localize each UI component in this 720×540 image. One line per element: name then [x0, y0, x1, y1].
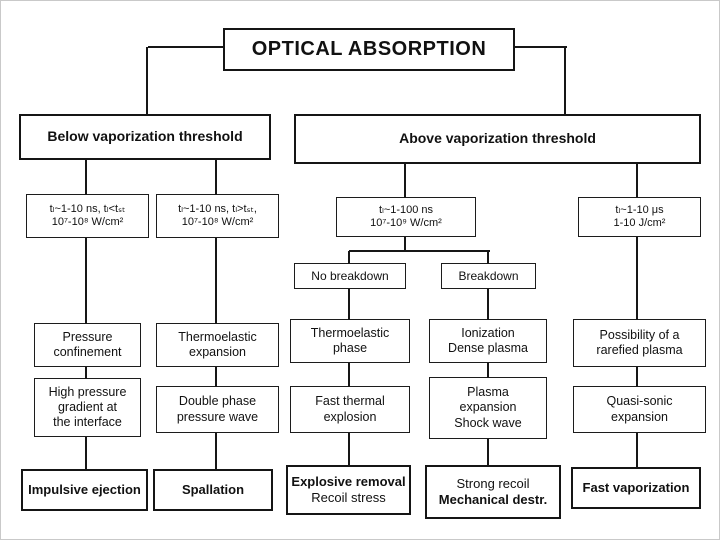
- node-pressure-confinement: Pressure confinement: [34, 323, 141, 367]
- connector-line: [636, 164, 638, 198]
- node-line: tₗ~1-10 ns, tₗ<tₛₜ: [49, 202, 126, 215]
- node-below-vaporization-threshold: Below vaporization threshold: [19, 114, 271, 160]
- node-label: Above vaporization threshold: [399, 130, 596, 147]
- node-label: Impulsive ejection: [28, 482, 141, 498]
- node-line: pressure wave: [176, 409, 259, 424]
- node-optical-absorption: OPTICAL ABSORPTION: [223, 28, 515, 71]
- connector-line: [515, 46, 567, 48]
- node-line: Mechanical destr.: [438, 492, 548, 507]
- connector-line: [636, 367, 638, 387]
- node-line: explosion: [323, 409, 377, 424]
- node-line: Possibility of a: [599, 327, 680, 342]
- node-condition-nanosecond: tₗ~1-100 ns 10⁷-10⁹ W/cm²: [336, 197, 476, 237]
- node-line: gradient at: [57, 399, 118, 414]
- node-plasma-expansion-shock-wave: Plasma expansion Shock wave: [429, 377, 547, 439]
- node-line: expansion: [611, 409, 668, 424]
- connector-line: [215, 367, 217, 387]
- connector-line: [348, 433, 350, 466]
- connector-line: [564, 47, 566, 115]
- connector-line: [636, 433, 638, 468]
- node-condition-stress-confined: tₗ~1-10 ns, tₗ<tₛₜ 10⁷-10⁸ W/cm²: [26, 194, 149, 238]
- connector-line: [487, 289, 489, 320]
- node-line: Thermoelastic: [178, 329, 257, 344]
- node-double-phase-pressure-wave: Double phase pressure wave: [156, 386, 279, 433]
- node-line: Recoil stress: [311, 490, 386, 505]
- node-line: rarefied plasma: [596, 343, 683, 357]
- node-line: Strong recoil: [456, 476, 530, 492]
- node-line: Quasi-sonic: [606, 394, 673, 409]
- connector-line: [348, 251, 350, 264]
- node-line: expansion: [459, 400, 517, 415]
- node-thermoelastic-expansion: Thermoelastic expansion: [156, 323, 279, 367]
- connector-line: [349, 250, 490, 252]
- node-strong-recoil-mechanical-destruction: Strong recoil Mechanical destr.: [425, 465, 561, 519]
- node-no-breakdown: No breakdown: [294, 263, 406, 289]
- node-high-pressure-gradient: High pressure gradient at the interface: [34, 378, 141, 437]
- node-condition-microsecond: tₗ~1-10 μs 1-10 J/cm²: [578, 197, 701, 237]
- node-label: Below vaporization threshold: [47, 128, 243, 145]
- node-label: Breakdown: [458, 268, 519, 283]
- node-line: Fast thermal: [315, 394, 385, 409]
- node-line: 10⁷-10⁹ W/cm²: [370, 217, 442, 229]
- connector-line: [215, 238, 217, 324]
- connector-line: [404, 237, 406, 252]
- node-fast-thermal-explosion: Fast thermal explosion: [290, 386, 410, 433]
- node-line: tₗ~1-100 ns: [378, 203, 434, 216]
- connector-line: [215, 160, 217, 195]
- connector-line: [85, 367, 87, 379]
- node-line: Thermoelastic: [310, 325, 390, 340]
- node-impulsive-ejection: Impulsive ejection: [21, 469, 148, 511]
- node-line: expansion: [189, 345, 246, 359]
- node-line: phase: [332, 341, 368, 355]
- node-condition-stress-unconfined: tₗ~1-10 ns, tₗ>tₛₜ, 10⁷-10⁸ W/cm²: [156, 194, 279, 238]
- node-line: Ionization: [461, 325, 515, 340]
- node-label: Spallation: [181, 482, 245, 498]
- node-line: Shock wave: [454, 415, 522, 430]
- node-line: Explosive removal: [291, 474, 406, 490]
- connector-line: [348, 363, 350, 387]
- connector-line: [85, 238, 87, 324]
- connector-line: [215, 433, 217, 470]
- node-line: tₗ~1-10 ns, tₗ>tₛₜ,: [178, 202, 257, 215]
- node-line: High pressure: [48, 384, 127, 399]
- connector-line: [85, 437, 87, 470]
- connector-line: [487, 439, 489, 466]
- node-label: OPTICAL ABSORPTION: [251, 38, 487, 61]
- connector-line: [146, 47, 148, 115]
- connector-line: [348, 289, 350, 320]
- connector-line: [404, 164, 406, 198]
- node-line: 10⁷-10⁸ W/cm²: [181, 216, 254, 228]
- connector-line: [85, 160, 87, 195]
- node-line: Plasma: [467, 385, 509, 400]
- node-rarefied-plasma: Possibility of a rarefied plasma: [573, 319, 706, 367]
- node-spallation: Spallation: [153, 469, 273, 511]
- node-line: Pressure: [62, 329, 113, 344]
- node-above-vaporization-threshold: Above vaporization threshold: [294, 114, 701, 164]
- node-line: 10⁷-10⁸ W/cm²: [51, 216, 124, 228]
- connector-line: [487, 363, 489, 378]
- node-quasi-sonic-expansion: Quasi-sonic expansion: [573, 386, 706, 433]
- node-thermoelastic-phase: Thermoelastic phase: [290, 319, 410, 363]
- node-line: the interface: [53, 415, 122, 430]
- connector-line: [636, 237, 638, 320]
- node-label: No breakdown: [311, 268, 389, 283]
- node-fast-vaporization: Fast vaporization: [571, 467, 701, 509]
- node-line: 1-10 J/cm²: [613, 217, 666, 229]
- node-label: Fast vaporization: [582, 480, 690, 496]
- node-explosive-removal: Explosive removal Recoil stress: [286, 465, 411, 515]
- connector-line: [487, 251, 489, 264]
- node-line: tₗ~1-10 μs: [615, 203, 664, 216]
- node-breakdown: Breakdown: [441, 263, 536, 289]
- node-line: confinement: [53, 345, 122, 359]
- node-ionization-dense-plasma: Ionization Dense plasma: [429, 319, 547, 363]
- node-line: Double phase: [178, 394, 257, 409]
- connector-line: [148, 46, 224, 48]
- node-line: Dense plasma: [448, 341, 528, 355]
